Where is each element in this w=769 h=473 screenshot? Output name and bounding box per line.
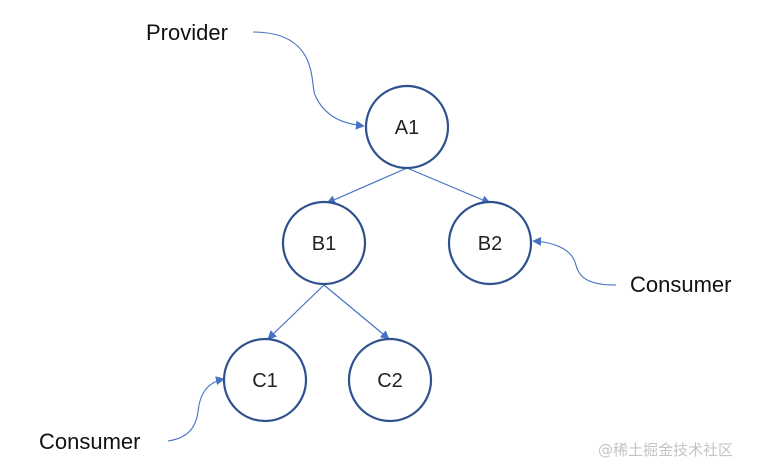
node-b1: B1 [281,200,367,286]
edge-a1-b1 [326,167,408,204]
provider-label: Provider [146,20,228,45]
consumer-c1-callout-arrow [167,376,225,442]
node-c2-label: C2 [377,370,403,392]
consumer-b2-callout-arrow [532,236,617,286]
provider-callout-arrow [252,31,365,130]
watermark: @稀土掘金技术社区 [598,441,734,459]
node-c1-label: C1 [252,370,278,392]
node-b2: B2 [447,200,533,286]
consumer-b2-label: Consumer [630,272,731,297]
node-b1-label: B1 [312,233,336,255]
consumer-c1-label: Consumer [39,429,140,454]
node-a1: A1 [364,84,450,170]
node-b2-label: B2 [478,233,502,255]
node-c2: C2 [347,337,433,423]
edge-b1-c2 [323,284,390,340]
edge-a1-b2 [406,167,491,204]
node-c1: C1 [222,337,308,423]
edge-b1-c1 [267,284,325,340]
node-a1-label: A1 [395,117,419,139]
